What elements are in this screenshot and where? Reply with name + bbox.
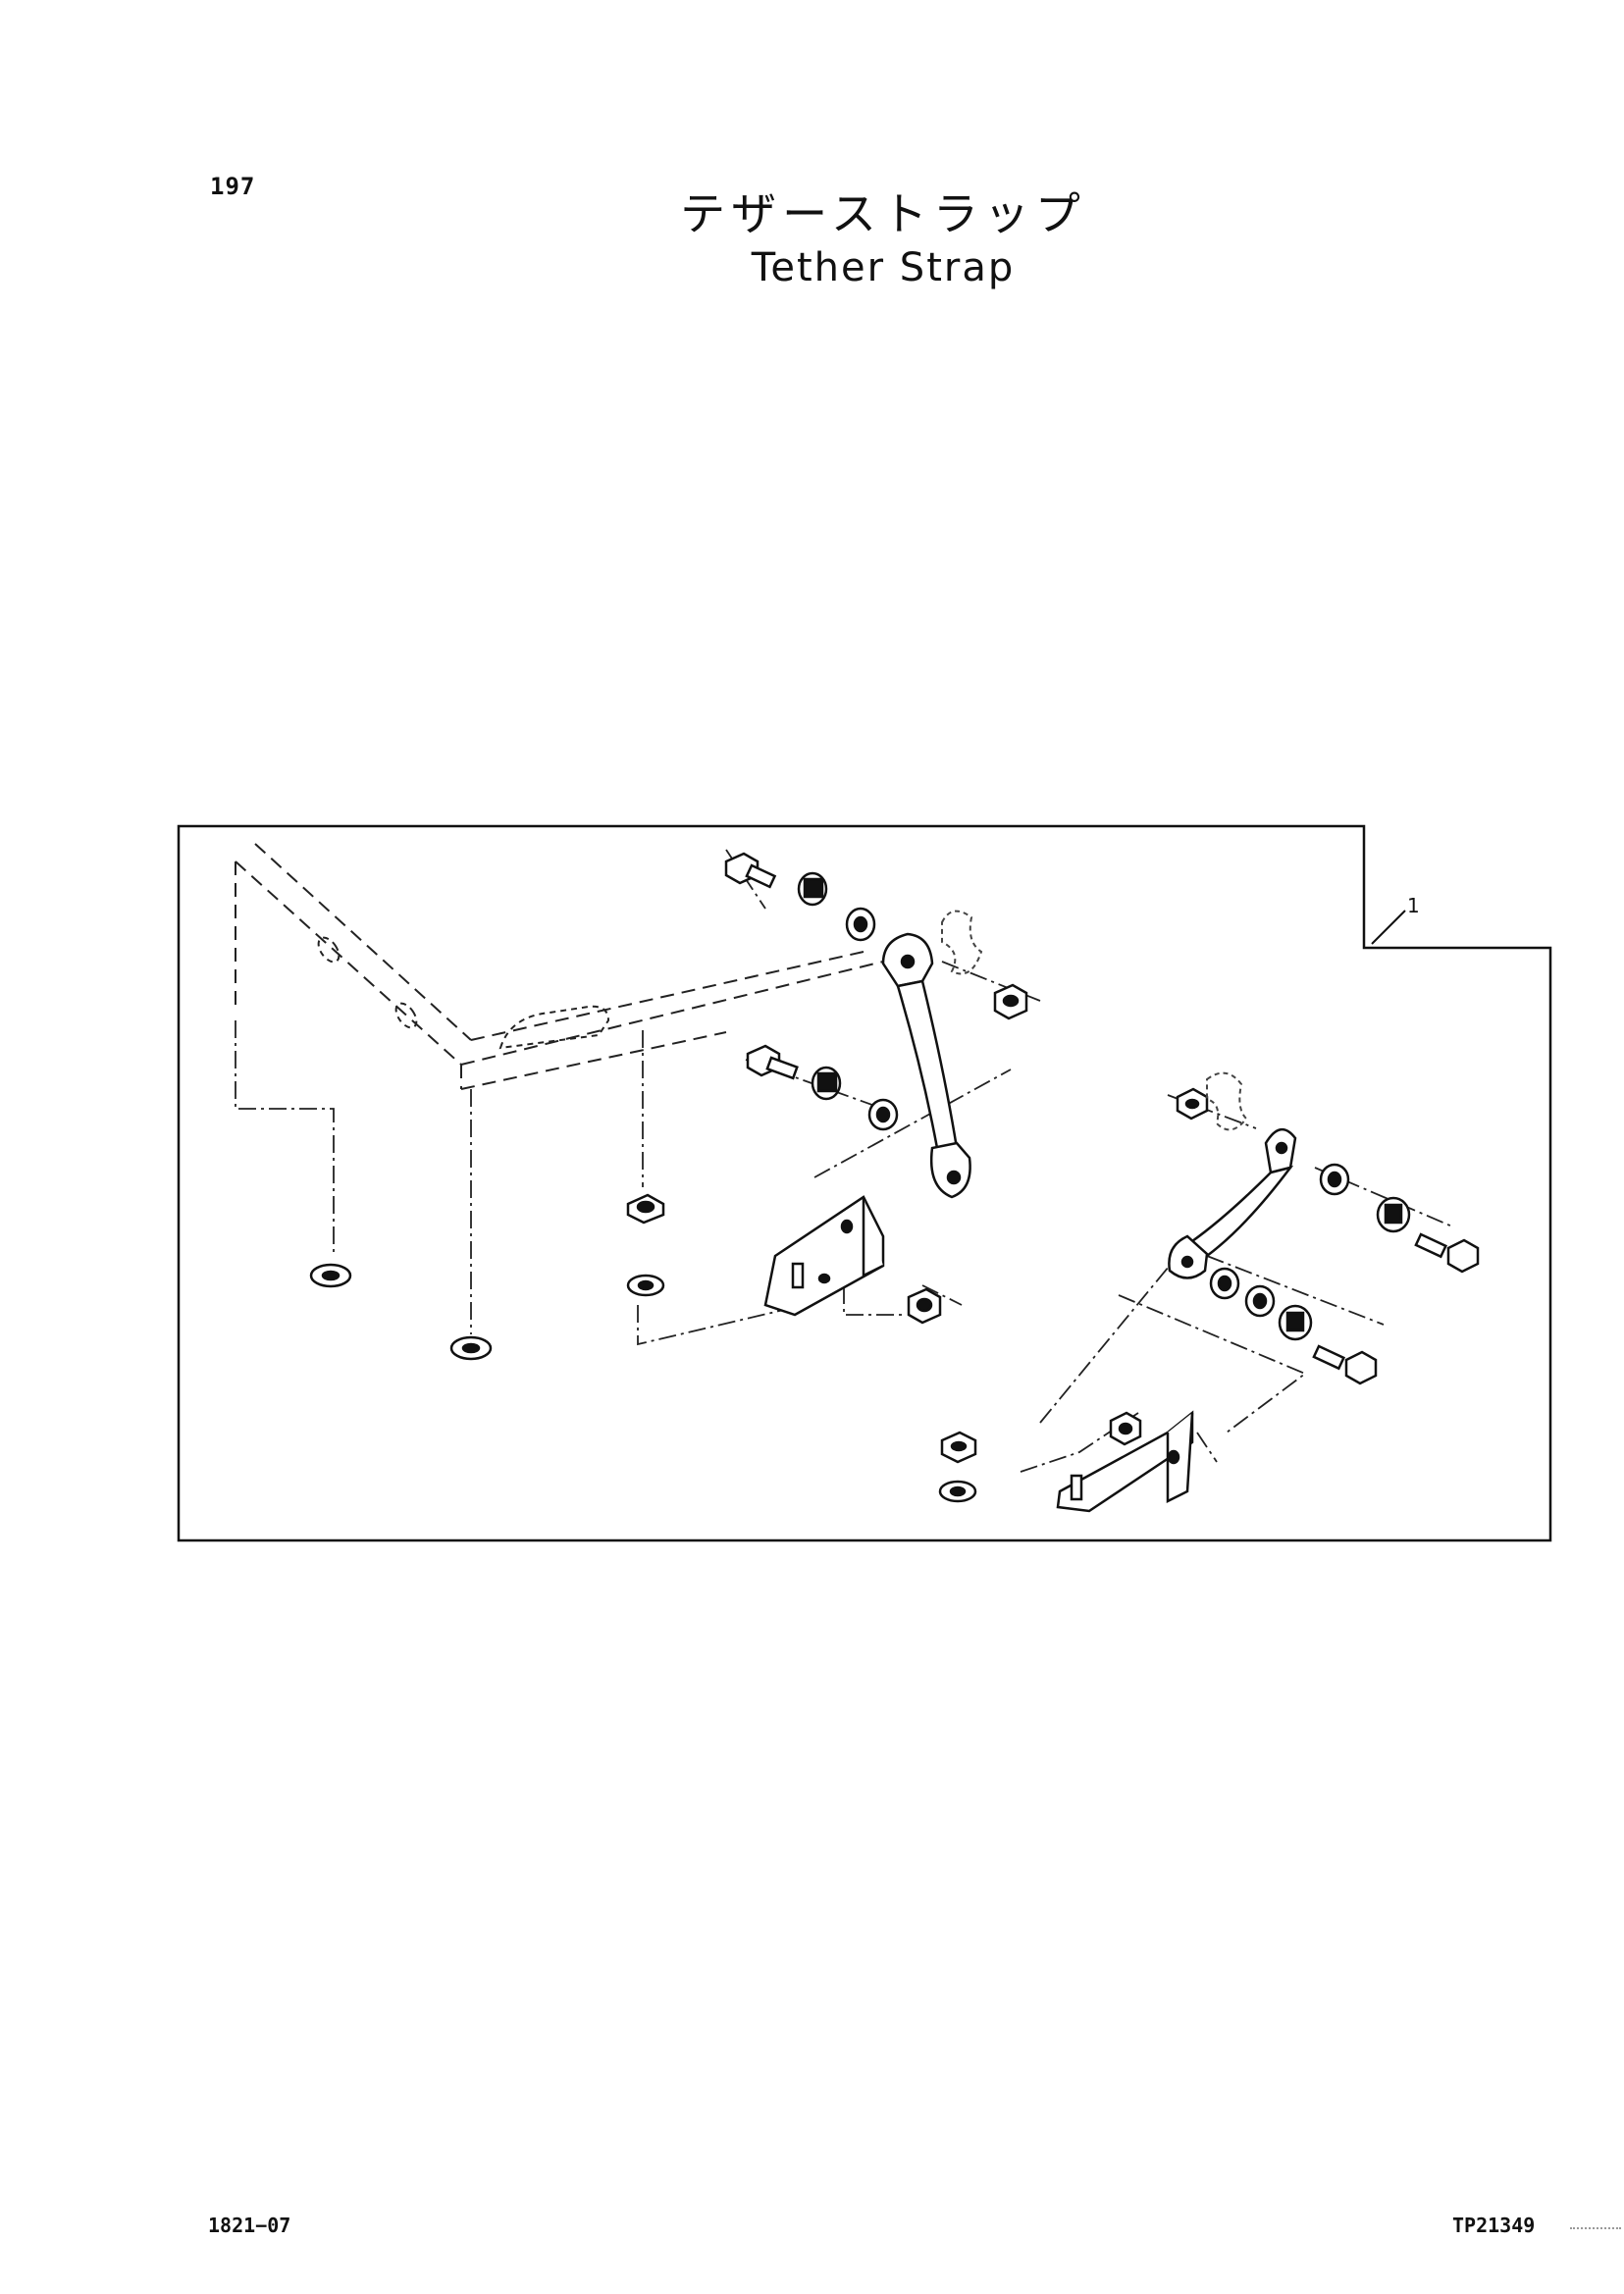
bracket-right — [1056, 1410, 1194, 1513]
tether-strap-lower — [1168, 1128, 1297, 1279]
footer-dots — [1570, 2227, 1621, 2229]
title-english: Tether Strap — [751, 245, 1016, 290]
assembly-leaders — [235, 849, 1453, 1473]
nut-right-top — [1176, 1087, 1209, 1121]
callout-leader — [1371, 910, 1406, 945]
shackle-ghost-right — [1206, 1071, 1248, 1131]
footer-code-left: 1821−07 — [208, 2214, 291, 2237]
nut-stack-left — [626, 1193, 665, 1297]
bolt-middle — [746, 1044, 899, 1131]
nut-upper-right — [993, 983, 1028, 1020]
diagram-frame — [177, 824, 1552, 1542]
bracket-left — [763, 1195, 885, 1317]
parts-diagram: 1 — [177, 824, 1560, 1550]
nut-bracket-right — [1109, 1411, 1142, 1446]
bolt-top — [724, 852, 876, 942]
shackle-ghost — [941, 910, 983, 975]
footer-code-right: TP21349 — [1452, 2214, 1536, 2237]
bolt-right-lower — [1209, 1267, 1378, 1385]
tether-strap-upper — [881, 932, 971, 1199]
page-number: 197 — [210, 173, 256, 200]
bolt-right-upper — [1319, 1163, 1480, 1274]
nut-bracket-left — [907, 1287, 942, 1325]
panel-outline — [235, 843, 884, 1090]
panel-slots — [317, 936, 610, 1050]
title-japanese: テザーストラップ — [680, 187, 1086, 240]
washer-left — [309, 1263, 352, 1288]
title-block: テザーストラップ Tether Strap — [628, 186, 1138, 294]
callout-1: 1 — [1407, 894, 1420, 917]
washer-center — [449, 1335, 493, 1361]
parts-diagram-svg: 1 — [177, 824, 1552, 1542]
nut-stack-lower — [938, 1431, 977, 1503]
